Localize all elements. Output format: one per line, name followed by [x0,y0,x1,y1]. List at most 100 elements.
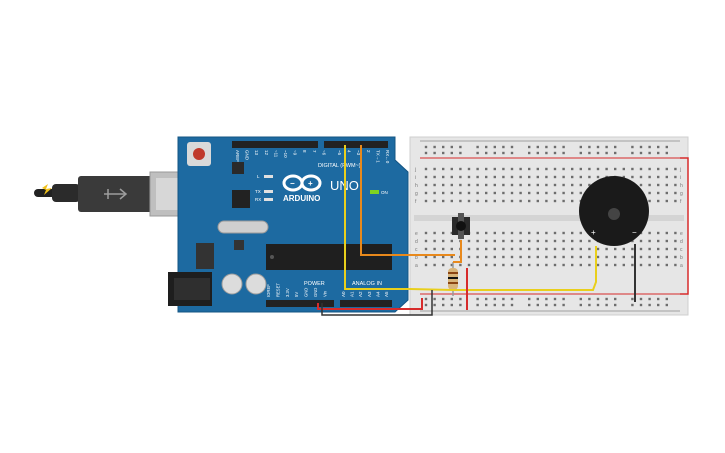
breadboard-hole[interactable] [588,297,591,301]
breadboard-hole[interactable] [579,239,582,243]
breadboard-hole[interactable] [424,255,428,259]
breadboard-hole[interactable] [493,199,496,203]
breadboard-hole[interactable] [631,175,634,179]
breadboard-hole[interactable] [536,231,539,235]
breadboard-hole[interactable] [631,303,634,307]
breadboard-hole[interactable] [519,247,522,251]
breadboard-hole[interactable] [424,239,428,243]
breadboard-hole[interactable] [545,145,548,149]
breadboard-hole[interactable] [648,167,651,171]
breadboard-hole[interactable] [493,145,496,149]
breadboard-hole[interactable] [536,151,539,155]
breadboard-hole[interactable] [588,145,591,149]
breadboard-hole[interactable] [648,247,651,251]
breadboard-hole[interactable] [579,175,582,179]
breadboard-hole[interactable] [536,297,539,301]
breadboard-hole[interactable] [510,303,514,307]
breadboard-hole[interactable] [665,303,668,307]
breadboard-hole[interactable] [510,297,514,301]
breadboard-hole[interactable] [648,151,651,155]
breadboard-hole[interactable] [459,199,462,203]
breadboard-hole[interactable] [442,255,445,259]
breadboard-hole[interactable] [493,191,496,195]
breadboard-hole[interactable] [450,183,453,187]
breadboard-hole[interactable] [639,255,643,259]
breadboard-hole[interactable] [519,231,522,235]
breadboard-hole[interactable] [502,247,505,251]
breadboard-hole[interactable] [519,263,522,267]
breadboard-hole[interactable] [562,167,565,171]
breadboard-hole[interactable] [665,199,668,203]
breadboard-hole[interactable] [665,167,668,171]
breadboard-hole[interactable] [502,297,505,301]
breadboard-hole[interactable] [433,145,436,149]
breadboard-hole[interactable] [562,303,565,307]
breadboard-hole[interactable] [485,175,488,179]
breadboard-hole[interactable] [493,151,496,155]
breadboard-hole[interactable] [545,191,548,195]
breadboard-hole[interactable] [657,199,660,203]
breadboard-hole[interactable] [657,247,660,251]
breadboard-hole[interactable] [433,247,436,251]
breadboard-hole[interactable] [545,175,548,179]
breadboard-hole[interactable] [579,183,582,187]
breadboard-hole[interactable] [502,167,505,171]
breadboard-hole[interactable] [622,247,625,251]
breadboard-hole[interactable] [648,231,651,235]
breadboard-hole[interactable] [502,255,505,259]
breadboard-hole[interactable] [528,247,531,251]
breadboard-hole[interactable] [553,255,557,259]
breadboard-hole[interactable] [459,145,462,149]
breadboard-hole[interactable] [424,247,428,251]
breadboard-hole[interactable] [648,239,651,243]
breadboard-hole[interactable] [459,151,462,155]
breadboard-hole[interactable] [588,239,591,243]
breadboard-hole[interactable] [433,303,436,307]
breadboard-hole[interactable] [476,183,479,187]
breadboard-hole[interactable] [424,303,428,307]
breadboard-hole[interactable] [442,183,445,187]
breadboard-hole[interactable] [596,247,600,251]
breadboard-hole[interactable] [614,145,617,149]
breadboard-hole[interactable] [467,183,471,187]
breadboard-hole[interactable] [467,239,471,243]
breadboard-hole[interactable] [536,255,539,259]
breadboard-hole[interactable] [614,255,617,259]
breadboard-hole[interactable] [674,231,677,235]
breadboard-hole[interactable] [528,303,531,307]
breadboard-hole[interactable] [545,263,548,267]
breadboard-hole[interactable] [442,297,445,301]
breadboard-hole[interactable] [433,263,436,267]
breadboard-hole[interactable] [571,247,574,251]
piezo-buzzer[interactable]: + − [579,176,649,246]
breadboard-hole[interactable] [648,191,651,195]
breadboard-hole[interactable] [493,303,496,307]
breadboard-hole[interactable] [433,199,436,203]
breadboard-hole[interactable] [433,175,436,179]
breadboard-hole[interactable] [459,183,462,187]
breadboard-hole[interactable] [553,167,557,171]
breadboard-hole[interactable] [528,145,531,149]
breadboard-hole[interactable] [639,167,643,171]
breadboard-hole[interactable] [622,255,625,259]
breadboard-hole[interactable] [657,183,660,187]
breadboard-hole[interactable] [424,183,428,187]
breadboard-hole[interactable] [476,239,479,243]
breadboard-hole[interactable] [665,191,668,195]
breadboard-hole[interactable] [545,151,548,155]
breadboard-hole[interactable] [424,263,428,267]
breadboard-hole[interactable] [528,175,531,179]
breadboard-hole[interactable] [536,263,539,267]
breadboard-hole[interactable] [631,263,634,267]
breadboard-hole[interactable] [571,183,574,187]
breadboard-hole[interactable] [502,151,505,155]
breadboard-hole[interactable] [605,167,608,171]
breadboard-hole[interactable] [622,167,625,171]
breadboard-hole[interactable] [450,191,453,195]
breadboard-hole[interactable] [639,145,643,149]
breadboard-hole[interactable] [450,263,453,267]
breadboard-hole[interactable] [493,231,496,235]
breadboard-hole[interactable] [476,303,479,307]
breadboard-hole[interactable] [519,175,522,179]
breadboard-hole[interactable] [467,175,471,179]
